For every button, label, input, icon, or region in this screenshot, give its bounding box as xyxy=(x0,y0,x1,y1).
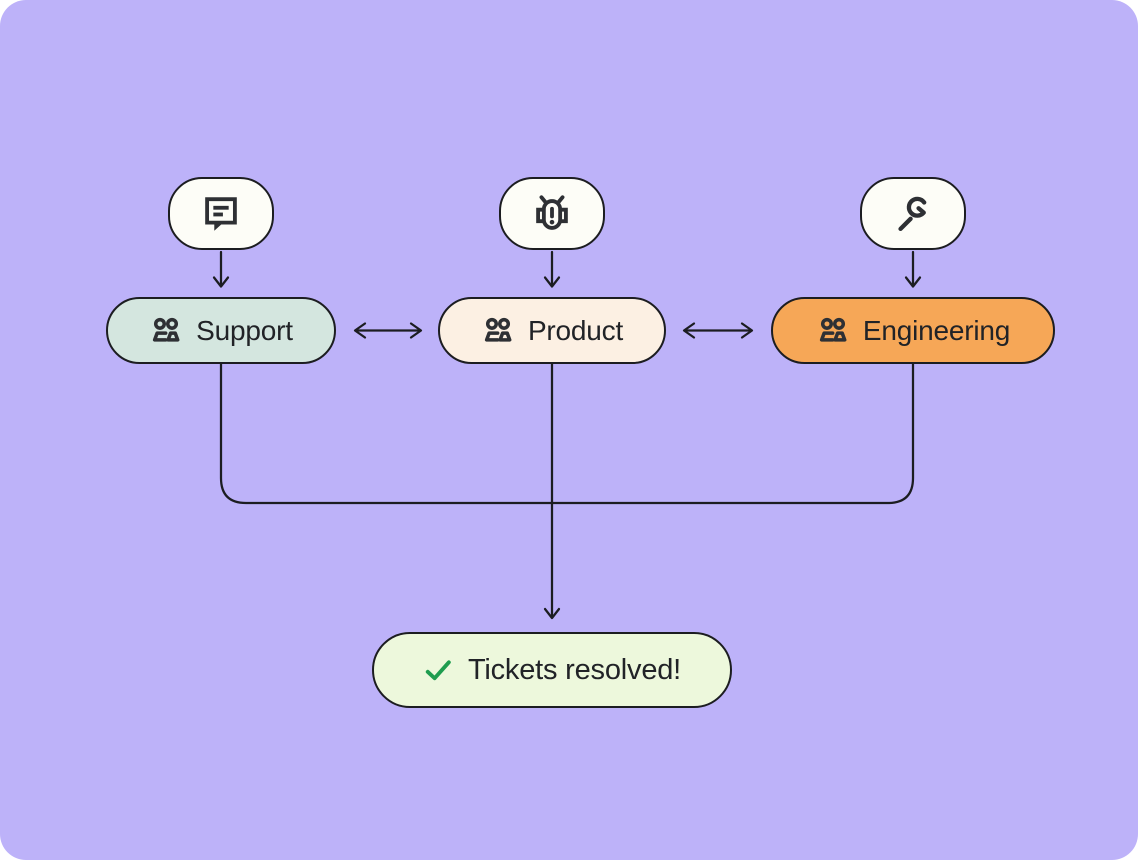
bug-icon xyxy=(536,194,568,230)
arrow-bug-to-product xyxy=(543,250,561,288)
check-icon xyxy=(425,659,451,680)
topic-bubble-product xyxy=(499,177,605,250)
arrow-wrench-to-engineering xyxy=(904,250,922,288)
team-label-product: Product xyxy=(527,314,624,346)
users-icon xyxy=(484,317,512,342)
result-label: Tickets resolved! xyxy=(467,653,682,686)
team-node-product: Product xyxy=(438,297,666,364)
result-node-tickets-resolved: Tickets resolved! xyxy=(372,632,732,708)
users-icon xyxy=(153,317,180,342)
wrench-icon xyxy=(898,196,927,231)
connector-teams-merge-bracket xyxy=(219,362,915,505)
topic-bubble-support xyxy=(168,177,274,250)
arrow-merge-to-result xyxy=(543,362,561,620)
topic-bubble-engineering xyxy=(860,177,966,250)
team-node-engineering: Engineering xyxy=(771,297,1055,364)
team-label-support: Support xyxy=(196,314,293,346)
users-icon xyxy=(819,317,847,342)
comment-icon xyxy=(205,196,237,231)
team-node-support: Support xyxy=(106,297,336,364)
arrow-support-product-bidirectional xyxy=(353,322,423,339)
arrow-comment-to-support xyxy=(212,250,230,288)
team-label-engineering: Engineering xyxy=(862,314,1011,346)
arrow-product-engineering-bidirectional xyxy=(682,322,754,339)
